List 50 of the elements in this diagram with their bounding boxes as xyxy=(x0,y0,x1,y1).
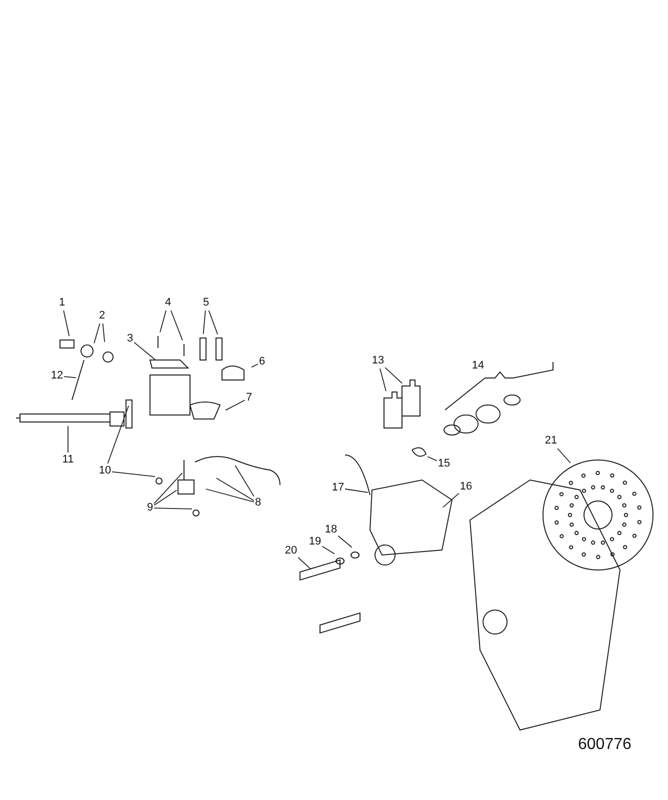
leader-line xyxy=(216,478,254,502)
callout-number: 11 xyxy=(62,454,74,466)
callout-number: 18 xyxy=(324,524,338,536)
callout-number: 8 xyxy=(254,496,262,510)
leader-line xyxy=(298,557,312,570)
leader-line xyxy=(251,364,258,368)
leader-line xyxy=(442,492,460,508)
leader-line xyxy=(384,367,403,384)
callout-number: 3 xyxy=(126,332,134,346)
callout-number: 2 xyxy=(98,310,106,322)
leader-line xyxy=(112,471,156,478)
callout-number: 4 xyxy=(164,296,172,310)
leader-line xyxy=(225,400,246,411)
leader-line xyxy=(134,342,156,360)
leader-line xyxy=(64,376,76,378)
leader-line xyxy=(63,310,70,337)
callout-number: 10 xyxy=(98,464,112,478)
leader-line xyxy=(170,310,183,341)
leader-line xyxy=(154,508,192,510)
callout-number: 6 xyxy=(258,356,266,368)
callout-number: 17 xyxy=(332,482,344,494)
callout-number: 13 xyxy=(372,354,384,368)
callout-number: 5 xyxy=(202,296,210,310)
leader-line xyxy=(205,488,254,502)
callout-number: 7 xyxy=(246,392,252,404)
leader-line xyxy=(208,310,218,335)
callout-number: 12 xyxy=(50,370,64,382)
figure-number: 600776 xyxy=(578,736,632,754)
callout-number: 20 xyxy=(284,544,298,558)
callout-number: 1 xyxy=(58,296,66,310)
leader-line xyxy=(202,310,206,334)
leader-line xyxy=(234,464,254,497)
callout-number: 9 xyxy=(146,502,154,514)
leader-line xyxy=(154,490,178,506)
leader-line xyxy=(94,323,100,344)
leader-line xyxy=(107,405,130,464)
callout-number: 14 xyxy=(472,360,484,372)
leader-line xyxy=(427,456,438,462)
leader-line xyxy=(154,472,183,504)
callout-number: 16 xyxy=(460,480,472,494)
leader-line xyxy=(380,368,386,392)
leader-line xyxy=(322,546,336,554)
leader-line xyxy=(160,310,166,333)
leader-line xyxy=(102,323,106,342)
leader-line xyxy=(338,535,352,548)
callout-number: 15 xyxy=(438,458,450,470)
callout-number: 21 xyxy=(544,434,558,448)
leader-line xyxy=(344,488,368,493)
callout-number: 19 xyxy=(308,536,322,548)
leader-line xyxy=(557,448,571,464)
